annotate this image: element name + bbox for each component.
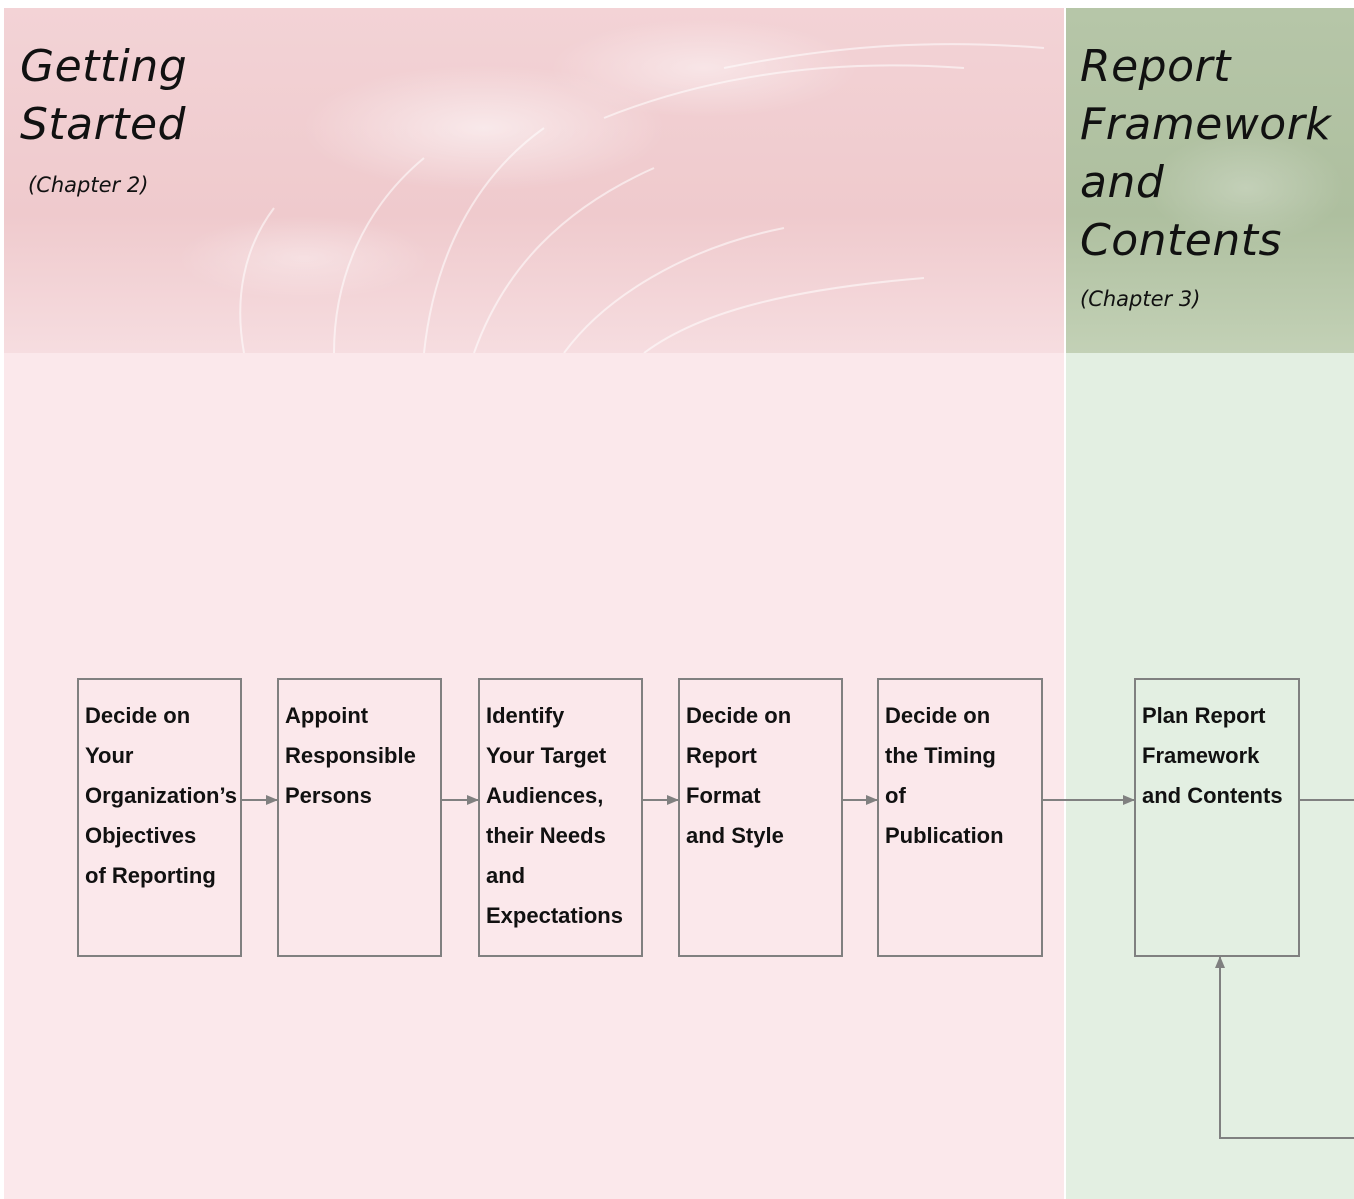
step-format-style-box: Decide on Report Format and Style xyxy=(678,678,843,957)
getting-started-title: Getting Started xyxy=(20,41,188,150)
report-framework-panel: Report Framework and Contents (Chapter 3… xyxy=(1066,8,1354,1199)
report-framework-chapter: (Chapter 3) xyxy=(1080,287,1201,311)
report-framework-title: Report Framework and Contents xyxy=(1080,41,1332,266)
step-plan-framework-label: Plan Report Framework and Contents xyxy=(1142,703,1283,808)
step-timing-label: Decide on the Timing of Publication xyxy=(885,703,1004,848)
step-format-style-label: Decide on Report Format and Style xyxy=(686,703,792,848)
step-target-audiences-label: Identify Your Target Audiences, their Ne… xyxy=(486,703,623,928)
petal-decoration xyxy=(239,43,1045,353)
step-objectives-label: Decide on Your Organization’s Objectives… xyxy=(85,703,237,888)
step-objectives-box: Decide on Your Organization’s Objectives… xyxy=(77,678,242,957)
getting-started-panel: Getting Started (Chapter 2) xyxy=(4,8,1064,1199)
flower-banner-image xyxy=(4,8,1064,353)
feedback-loop-arrow xyxy=(1215,956,1354,1139)
getting-started-chapter: (Chapter 2) xyxy=(28,173,149,197)
step-timing-box: Decide on the Timing of Publication xyxy=(877,678,1043,957)
step-responsible-persons-label: Appoint Responsible Persons xyxy=(285,703,416,808)
step-plan-framework-box: Plan Report Framework and Contents xyxy=(1134,678,1300,957)
step-responsible-persons-box: Appoint Responsible Persons xyxy=(277,678,442,957)
step-target-audiences-box: Identify Your Target Audiences, their Ne… xyxy=(478,678,643,957)
leaf-banner-image xyxy=(1066,8,1354,353)
